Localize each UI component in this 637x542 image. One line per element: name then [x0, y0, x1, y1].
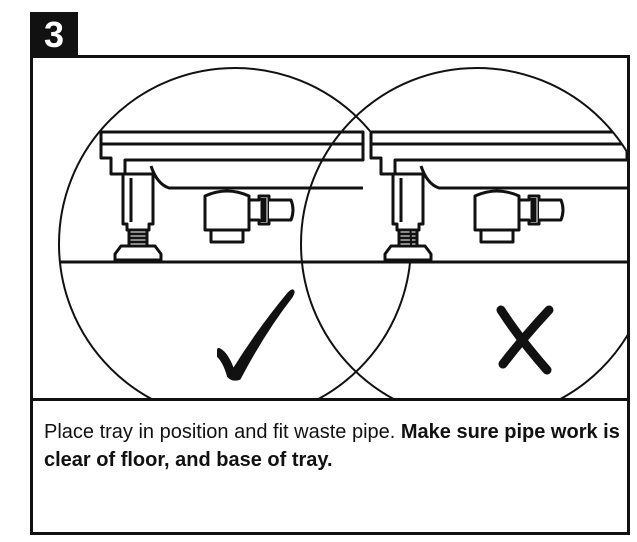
- step-number-badge: 3: [30, 12, 78, 58]
- incorrect-installation-panel: [300, 67, 627, 398]
- cross-mark-icon: [496, 305, 554, 375]
- instruction-normal-text: Place tray in position and fit waste pip…: [44, 421, 396, 443]
- instruction-bold-text: Make sure pipe work is clear of floor, a…: [44, 421, 620, 471]
- check-mark-icon: [217, 289, 295, 381]
- instruction-frame: [30, 55, 630, 535]
- caption-divider: [30, 398, 630, 401]
- step-number: 3: [43, 14, 65, 55]
- instruction-text: Place tray in position and fit waste pip…: [44, 418, 624, 474]
- illustration-svg: [58, 67, 627, 398]
- installation-illustration: [33, 58, 627, 398]
- correct-installation-panel: [58, 67, 412, 398]
